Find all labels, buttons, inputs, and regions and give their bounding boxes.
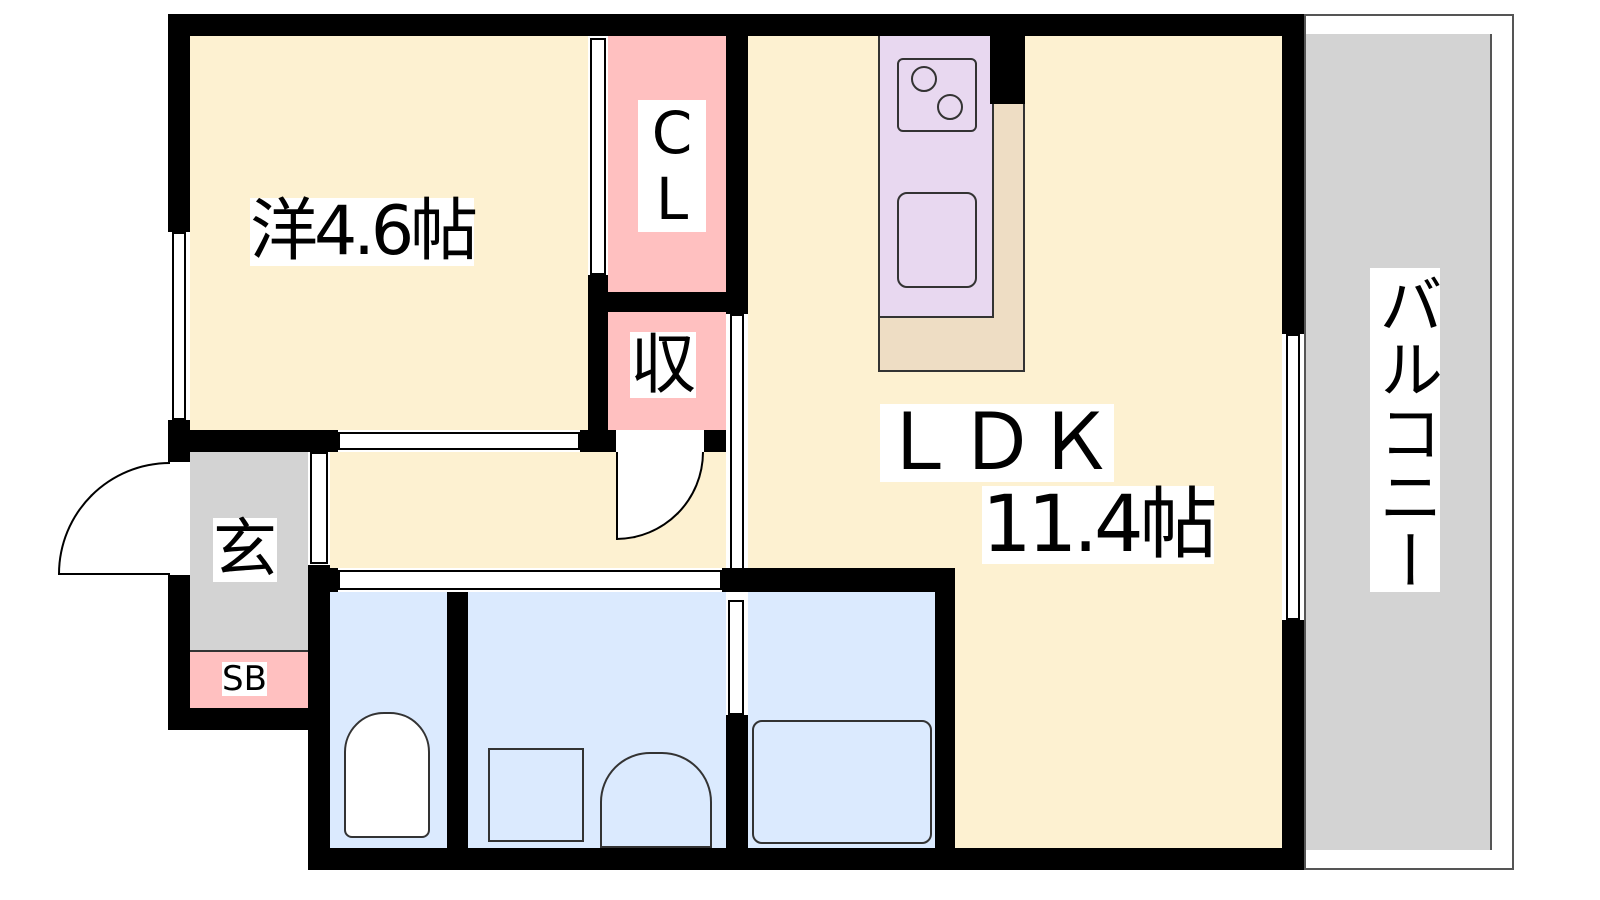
ldk-label: ＬＤＫ xyxy=(880,398,1115,488)
shoe-box-label: SB xyxy=(222,659,267,699)
sliding-door[interactable] xyxy=(730,314,744,570)
washing-machine-icon xyxy=(488,748,584,842)
washbasin-icon xyxy=(600,752,712,848)
closet-label: CL xyxy=(638,100,706,232)
entrance-label: 玄 xyxy=(213,513,277,587)
sliding-door[interactable] xyxy=(338,570,722,590)
closet-door[interactable] xyxy=(590,38,606,275)
window xyxy=(1286,334,1300,620)
balcony-label: バルコニー xyxy=(1368,268,1442,592)
wall xyxy=(935,568,955,848)
wall xyxy=(168,575,190,730)
wall xyxy=(447,592,468,848)
wall xyxy=(168,430,338,452)
wall xyxy=(726,715,748,848)
sliding-door[interactable] xyxy=(338,432,580,450)
sink-icon xyxy=(897,192,977,288)
wall xyxy=(1282,14,1304,334)
wall xyxy=(168,708,330,730)
wall xyxy=(990,36,1025,104)
western-room-label: 洋4.6帖 xyxy=(250,192,478,271)
stove-icon xyxy=(897,58,977,132)
wall xyxy=(722,568,955,592)
bathtub-icon xyxy=(752,720,932,844)
wall xyxy=(588,292,748,312)
wall-opening xyxy=(310,452,328,564)
wall xyxy=(588,275,608,450)
window xyxy=(172,232,186,420)
wall xyxy=(308,568,338,592)
bath-door[interactable] xyxy=(728,600,744,715)
ldk-size-label: 11.4帖 xyxy=(982,480,1218,570)
wall xyxy=(704,430,726,452)
wall xyxy=(726,14,748,314)
storage-label: 収 xyxy=(630,326,696,403)
wall xyxy=(168,14,190,232)
wall xyxy=(308,565,330,870)
wall xyxy=(1282,620,1304,870)
entrance-door-swing[interactable] xyxy=(58,462,170,575)
wall xyxy=(580,430,616,452)
wall xyxy=(308,848,1304,870)
toilet-icon xyxy=(344,712,430,838)
